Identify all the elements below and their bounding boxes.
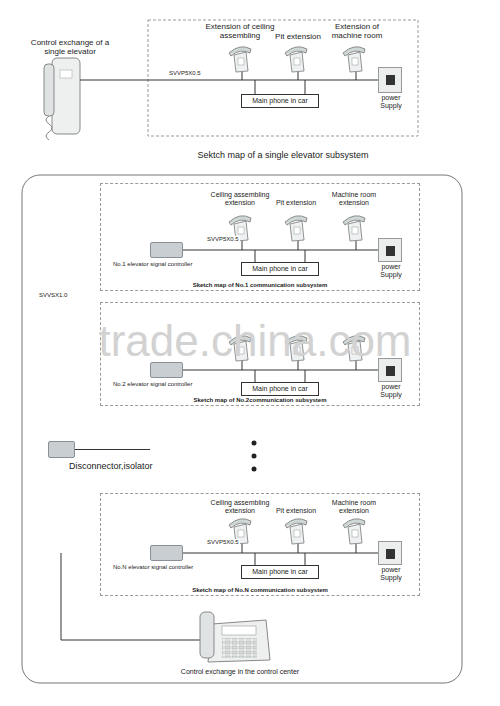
drop-wire [305,370,306,382]
subsystem-box: Sketch map of No.N communication subsyst… [100,493,420,596]
cord-wire [356,241,357,250]
node-text: No.N elevator signal controller [113,564,193,570]
label-text: Pit extension [271,32,325,41]
drop-wire [305,250,306,262]
node-text: power Supply [370,383,412,398]
phone-cord [46,116,52,140]
drop-wire [255,553,256,565]
label-text: Machine room extension [324,499,384,515]
wire-connector [183,250,378,251]
node-text: Main phone in car [252,568,308,576]
drop-wire [255,250,256,262]
wire-connector [75,449,150,450]
label-text: Extension of ceiling assembling [201,22,279,40]
handset [343,47,365,72]
node-text: power Supply [370,263,412,278]
wire-connector [75,449,150,450]
label-text: Control exchange of a single elevator [22,38,118,56]
phone-keypad [222,638,257,658]
label-text: SVVP5X0.5 [168,70,202,77]
cord-wire [242,241,243,250]
trunk-wire [61,553,203,640]
power-socket [386,75,395,85]
cord-wire [298,544,299,553]
cord-wire [298,72,299,80]
wire-connector [183,553,378,554]
power-supply: power Supply [378,238,402,262]
subsystem-outline [148,20,418,136]
handset [343,519,365,544]
node-text: No.2 elevator signal controller [113,381,192,387]
main-phone-box: Main phone in car [241,262,319,276]
desk-phone-body [208,620,270,662]
node-text: power Supply [370,566,412,581]
cord-wire [298,241,299,250]
power-socket [386,246,395,256]
cord-wire [242,72,243,80]
node-text: Sketch map of No.1 communication subsyst… [101,282,419,288]
node-text: Disconnector,isolator [69,461,153,471]
label-text: SVVP5X0.5 [206,236,240,243]
main-phone-box: Main phone in car [241,565,319,579]
node-text: Sketch map of No.N communication subsyst… [101,587,419,593]
main-phone-box: Main phone in car [241,94,319,108]
desk-phone-handset [200,612,214,658]
ellipsis-dot [252,441,257,446]
drop-wire [255,370,256,382]
drop-wire [305,80,306,94]
node-text: Main phone in car [252,385,308,393]
ellipsis-dot [252,454,257,459]
label-text: SVVSX1.0 [38,292,68,299]
phone-display [222,626,256,635]
power-socket [386,366,395,376]
handset [229,47,251,72]
node-text: No.1 elevator signal controller [113,261,192,267]
watermark: trade.china.com [95,316,415,367]
wall-phone-body [52,58,80,134]
phone-display [60,70,72,78]
node-text: Main phone in car [252,97,308,105]
disconnector-box: Disconnector,isolator [48,441,75,458]
signal-controller: No.N elevator signal controller [150,545,183,561]
drop-wire [255,80,256,94]
cord-wire [242,544,243,553]
label-text: Pit extension [271,507,321,515]
node-text: power Supply [370,94,412,109]
power-supply: power Supply [378,541,402,565]
main-phone-box: Main phone in car [241,382,319,396]
drop-wire [305,553,306,565]
label-text: Extension of machine room [319,22,395,40]
system-frame [22,175,462,683]
cord-wire [356,72,357,80]
handset [285,47,307,72]
bus-wire [80,80,378,81]
node-text: Sketch map of No.2communication subsyste… [101,397,419,403]
cord-wire [356,544,357,553]
node-text: Main phone in car [252,265,308,273]
handset [285,519,307,544]
label-text: SVVP5X0.5 [206,539,240,546]
label-text: Ceiling assembling extension [207,499,273,515]
signal-controller: No.1 elevator signal controller [150,242,183,258]
handset [343,216,365,241]
wall-phone-handset [44,64,54,116]
label-text: Sektch map of a single elevator subsyste… [148,150,418,160]
power-supply: power Supply [378,67,402,93]
handset [285,216,307,241]
wire-connector [183,370,378,371]
label-text: Control exchange in the control center [140,668,340,676]
subsystem-box: Sketch map of No.1 communication subsyst… [100,183,420,291]
label-text: Machine room extension [324,191,384,207]
wire-connector [75,449,150,450]
power-socket [386,549,395,559]
ellipsis-dot [252,467,257,472]
label-text: Ceiling assembling extension [207,191,273,207]
label-text: Pit extension [271,199,321,207]
